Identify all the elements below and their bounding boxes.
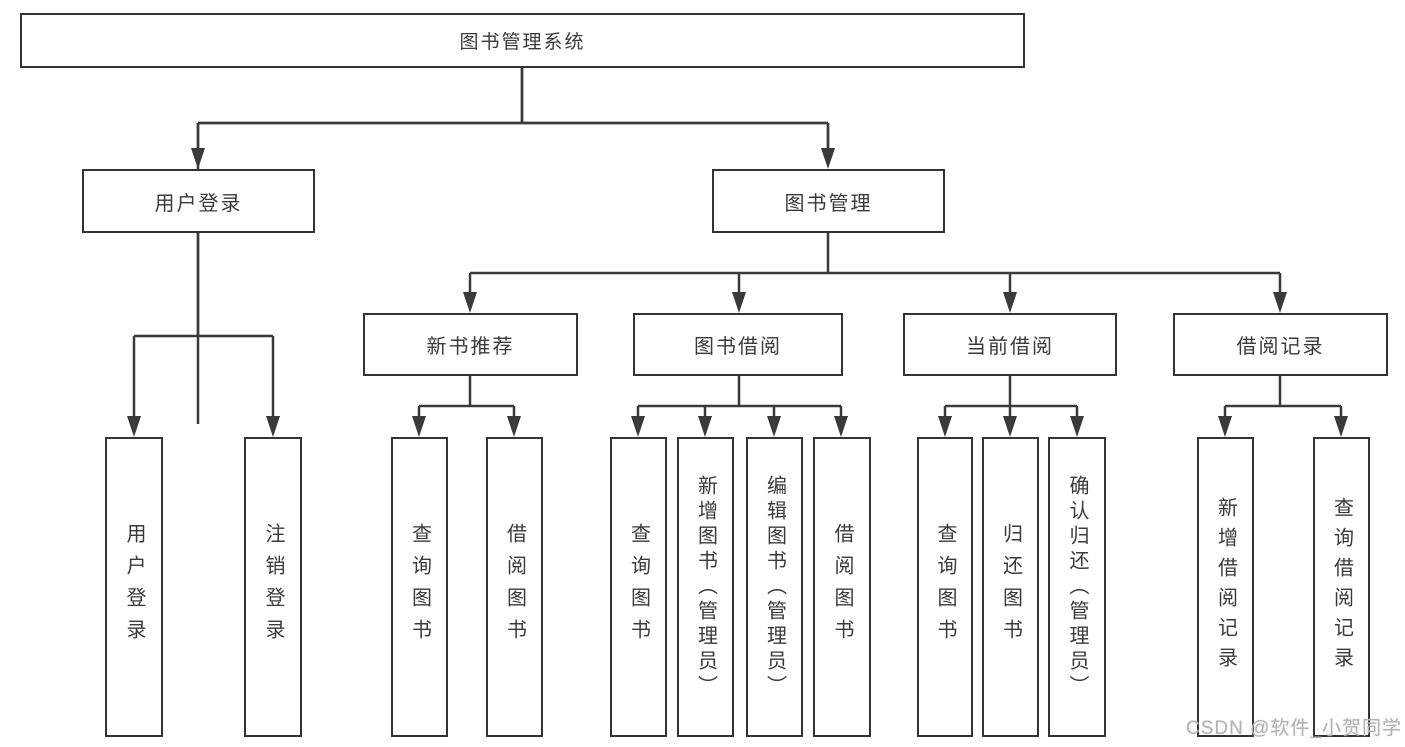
node-label: 借阅图书 xyxy=(831,523,853,651)
node-label: 编辑图书（管理员） xyxy=(763,474,786,700)
node-label: 查询图书 xyxy=(627,523,650,651)
node-label: 查询图书 xyxy=(408,523,431,651)
node-label: 用户登录 xyxy=(123,523,145,651)
leaf-borrow-books-recommend: 借阅图书 xyxy=(486,437,543,737)
node-label: 注销登录 xyxy=(262,523,284,651)
node-label: 确认归还（管理员） xyxy=(1066,474,1088,700)
node-label: 查询图书 xyxy=(934,523,956,651)
leaf-user-login: 用户登录 xyxy=(105,437,163,737)
leaf-add-borrow-record: 新增借阅记录 xyxy=(1197,437,1254,737)
leaf-return-books: 归还图书 xyxy=(982,437,1039,737)
node-label: 用户登录 xyxy=(154,192,243,215)
node-label: 借阅图书 xyxy=(503,523,526,651)
node-label: 查询借阅记录 xyxy=(1330,497,1353,677)
node-label: 当前借阅 xyxy=(966,336,1054,358)
leaf-query-books-borrowing: 查询图书 xyxy=(610,437,667,737)
node-current-borrowing: 当前借阅 xyxy=(903,313,1117,376)
node-label: 新书推荐 xyxy=(426,336,515,358)
csdn-watermark: CSDN @软件_小贺同学 xyxy=(1186,718,1402,739)
node-label: 借阅记录 xyxy=(1236,336,1325,358)
node-book-management: 图书管理 xyxy=(712,169,945,233)
node-library-management-system: 图书管理系统 xyxy=(20,13,1025,68)
leaf-query-books-recommend: 查询图书 xyxy=(391,437,448,737)
leaf-query-books-current: 查询图书 xyxy=(917,437,973,737)
node-label: 归还图书 xyxy=(999,523,1022,651)
node-user-login: 用户登录 xyxy=(82,169,315,233)
node-label: 新增图书（管理员） xyxy=(694,474,717,700)
leaf-borrow-books-borrowing: 借阅图书 xyxy=(813,437,871,737)
node-label: 图书借阅 xyxy=(694,336,782,358)
leaf-query-borrow-record: 查询借阅记录 xyxy=(1313,437,1370,737)
node-book-borrowing: 图书借阅 xyxy=(633,313,843,376)
node-label: 图书管理系统 xyxy=(459,32,586,53)
node-new-book-recommend: 新书推荐 xyxy=(363,313,578,376)
leaf-confirm-return-admin: 确认归还（管理员） xyxy=(1048,437,1106,737)
leaf-logout: 注销登录 xyxy=(244,437,302,737)
node-borrowing-records: 借阅记录 xyxy=(1173,313,1388,376)
leaf-edit-books-admin: 编辑图书（管理员） xyxy=(746,437,803,737)
node-label: 新增借阅记录 xyxy=(1214,497,1237,677)
node-label: 图书管理 xyxy=(784,192,873,215)
arrowhead-icons xyxy=(127,148,1348,437)
leaf-add-books-admin: 新增图书（管理员） xyxy=(677,437,734,737)
